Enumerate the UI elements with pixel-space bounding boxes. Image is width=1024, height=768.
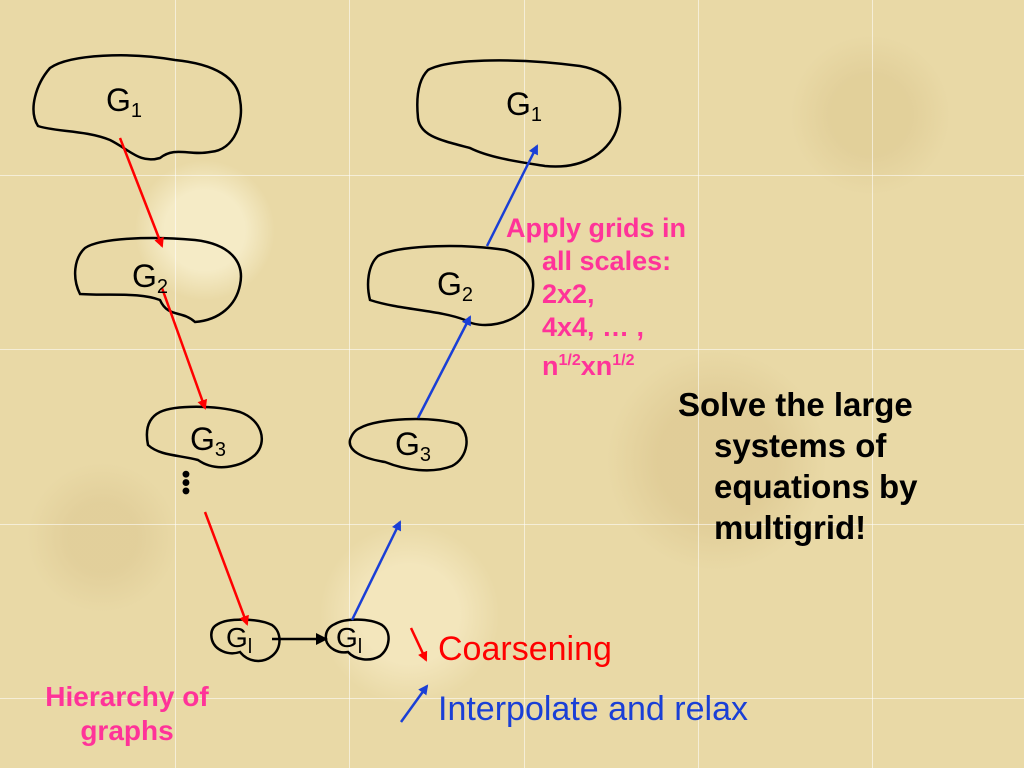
label-left-g3: G3 <box>190 421 227 461</box>
apply-grids-line2: all scales: <box>542 246 672 276</box>
label-left-gl: Gl <box>226 622 253 658</box>
graph-blob-left-g1 <box>32 54 243 161</box>
label-left-g2: G2 <box>132 258 169 298</box>
caption-line1: Hierarchy of <box>45 681 209 712</box>
solve-line4: multigrid! <box>714 509 867 546</box>
graph-blob-right-g1 <box>416 59 622 168</box>
interpolate-arrow-from-gl <box>350 520 402 621</box>
bg-gridline <box>0 524 1024 525</box>
legend-coarsening: Coarsening <box>438 630 612 668</box>
solve-line3: equations by <box>714 468 918 505</box>
interpolate-arrow-g2-g1 <box>485 144 539 247</box>
coarsening-arrow-g1-g2 <box>118 137 164 248</box>
legend-red-arrow-icon <box>409 627 428 662</box>
graph-blob-left-gl <box>210 618 281 663</box>
label-left-g1: G1 <box>106 82 143 122</box>
graph-blob-left-g2 <box>73 236 243 324</box>
apply-grids-text: Apply grids in all scales: 2x2, 4x4, … ,… <box>506 212 686 383</box>
label-right-g2: G2 <box>437 266 474 306</box>
bg-gridline <box>524 0 525 768</box>
solve-line1: Solve the large <box>678 386 913 423</box>
interpolate-arrow-g3-g2 <box>416 315 472 419</box>
label-right-g3: G3 <box>395 426 432 466</box>
hierarchy-caption: Hierarchy of graphs <box>22 680 232 748</box>
bg-gridline <box>175 0 176 768</box>
bg-gridline <box>349 0 350 768</box>
label-right-gl: Gl <box>336 622 363 658</box>
legend-blue-arrow-icon <box>399 684 429 723</box>
bg-gridline <box>0 349 1024 350</box>
legend-interpolate: Interpolate and relax <box>438 690 748 728</box>
apply-grids-line5: n1/2xn1/2 <box>542 351 635 381</box>
graph-blob-right-g3 <box>348 417 468 472</box>
coarsening-arrow-to-gl <box>203 511 249 626</box>
graph-blob-right-g2 <box>366 244 535 327</box>
apply-grids-line1: Apply grids in <box>506 213 687 243</box>
label-right-g1: G1 <box>506 86 543 126</box>
solve-multigrid-text: Solve the large systems of equations by … <box>678 384 918 548</box>
apply-grids-line4: 4x4, … , <box>542 312 645 342</box>
vertical-ellipsis: ••• <box>172 470 199 496</box>
apply-grids-line3: 2x2, <box>542 279 595 309</box>
graph-blob-left-g3 <box>145 405 264 469</box>
bg-gridline <box>872 0 873 768</box>
bg-gridline <box>698 0 699 768</box>
bg-gridline <box>0 175 1024 176</box>
coarsening-arrow-g2-g3 <box>160 287 208 410</box>
bg-gridline <box>0 698 1024 699</box>
solve-line2: systems of <box>714 427 887 464</box>
caption-line2: graphs <box>80 715 174 746</box>
